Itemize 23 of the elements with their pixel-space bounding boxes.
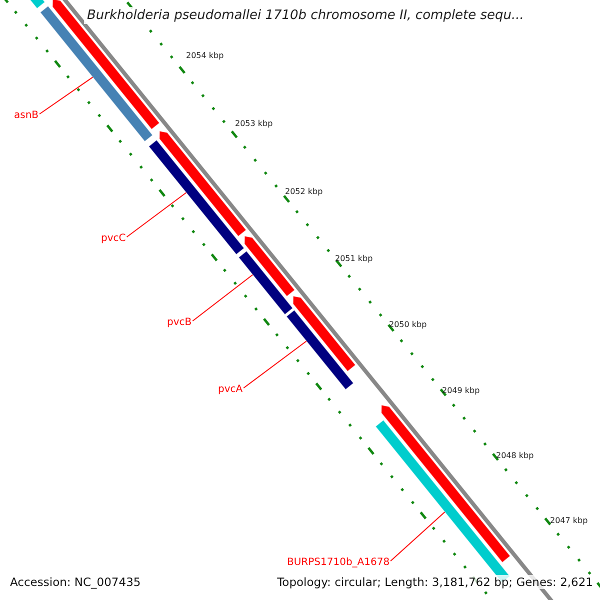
summary-text: Topology: circular; Length: 3,181,762 bp; Genes: 2,621: [277, 575, 593, 589]
scale-label: 2052 kbp: [285, 187, 323, 196]
gene-feature-block: [244, 236, 296, 297]
scale-label: 2048 kbp: [496, 451, 534, 460]
leader-line: [390, 512, 446, 562]
scale-label: 2053 kbp: [235, 119, 273, 128]
accession-text: Accession: NC_007435: [10, 575, 141, 589]
leader-line: [192, 274, 254, 322]
scale-label: 2050 kbp: [389, 320, 427, 329]
gene-feature-block: [159, 130, 246, 237]
leader-line: [126, 192, 187, 238]
gene-label: pvcB: [167, 317, 192, 328]
leader-line: [243, 340, 307, 388]
gene-label: asnB: [14, 110, 39, 121]
leader-line: [39, 76, 94, 114]
scale-label: 2051 kbp: [335, 254, 373, 263]
scale-label: 2047 kbp: [550, 516, 588, 525]
gene-label: pvcA: [218, 384, 243, 395]
gene-label: pvcC: [101, 233, 126, 244]
scale-label: 2054 kbp: [186, 51, 224, 60]
scale-label: 2049 kbp: [442, 386, 480, 395]
gene-feature-block: [292, 296, 356, 372]
gene-label: BURPS1710b_A1678: [287, 557, 390, 568]
